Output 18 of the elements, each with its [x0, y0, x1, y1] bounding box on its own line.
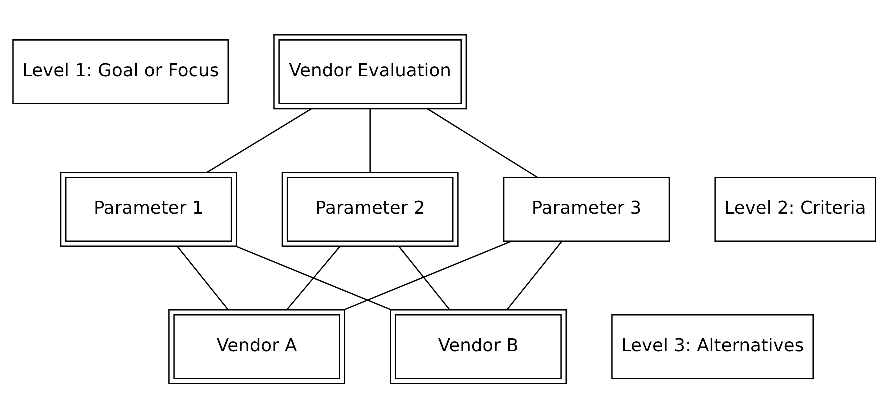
- node-box: Vendor A: [168, 308, 346, 384]
- connector: [427, 108, 538, 178]
- connector: [344, 240, 512, 310]
- connector: [236, 246, 392, 310]
- connector: [286, 246, 341, 310]
- node-box: Vendor B: [390, 308, 568, 384]
- connector: [398, 246, 450, 310]
- node-box: Parameter 2: [282, 171, 459, 247]
- connector: [207, 108, 312, 173]
- connector: [370, 108, 371, 172]
- connector: [506, 240, 563, 310]
- node-box: Level 1: Goal or Focus: [12, 39, 230, 104]
- node-box: Parameter 1: [60, 171, 238, 247]
- node-box: Parameter 3: [503, 176, 670, 242]
- connector: [177, 246, 229, 310]
- node-box: Vendor Evaluation: [274, 34, 468, 110]
- node-box: Level 2: Criteria: [714, 176, 876, 242]
- node-box: Level 3: Alternatives: [612, 314, 814, 379]
